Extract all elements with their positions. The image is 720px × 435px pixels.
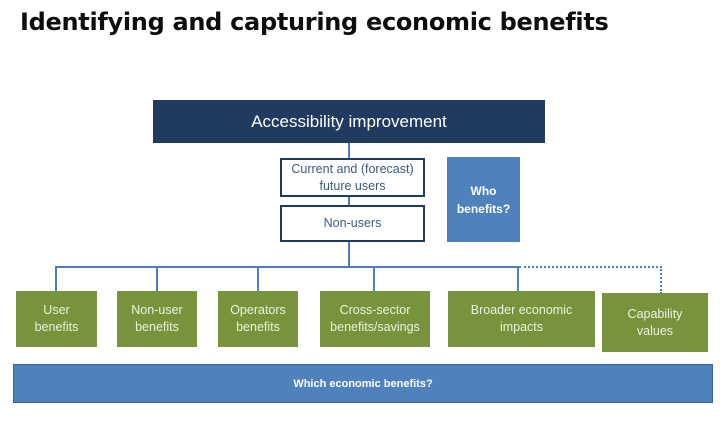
connector-drop-capability-dotted bbox=[660, 266, 662, 294]
page-title: Identifying and capturing economic benef… bbox=[20, 8, 609, 36]
node-capability-values: Capability values bbox=[602, 293, 708, 352]
node-user-benefits: User benefits bbox=[16, 291, 97, 347]
connector-bus-dotted bbox=[519, 266, 662, 268]
callout-who-benefits: Who benefits? bbox=[447, 157, 520, 242]
connector-drop-nonuser-benefits bbox=[156, 266, 158, 292]
node-operators-benefits: Operators benefits bbox=[218, 291, 298, 347]
connector-root-to-users bbox=[348, 143, 350, 158]
connector-drop-operators-benefits bbox=[257, 266, 259, 292]
connector-drop-broader-economic bbox=[517, 266, 519, 292]
node-non-users: Non-users bbox=[280, 205, 425, 242]
connector-drop-cross-sector bbox=[373, 266, 375, 292]
node-cross-sector-benefits: Cross-sector benefits/savings bbox=[320, 291, 430, 347]
connector-drop-user-benefits bbox=[55, 266, 57, 292]
connector-nonusers-to-bus bbox=[348, 242, 350, 268]
node-broader-economic-impacts: Broader economic impacts bbox=[448, 291, 595, 347]
node-non-user-benefits: Non-user benefits bbox=[117, 291, 197, 347]
connector-users-to-nonusers bbox=[348, 197, 350, 205]
node-current-future-users: Current and (forecast) future users bbox=[280, 158, 425, 197]
node-accessibility-improvement: Accessibility improvement bbox=[153, 100, 545, 143]
connector-bus-solid bbox=[55, 266, 519, 268]
footer-which-economic-benefits: Which economic benefits? bbox=[13, 364, 713, 403]
